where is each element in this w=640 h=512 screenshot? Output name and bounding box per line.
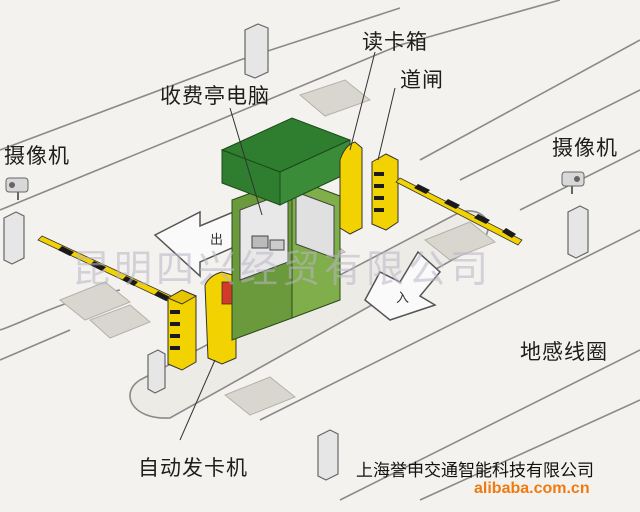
entry-arrow: 入 <box>364 250 442 321</box>
camera-right-label: 摄像机 <box>552 136 618 160</box>
company-name: 上海誉申交通智能科技有限公司 <box>356 461 594 481</box>
exit-arrow-label: 出 <box>210 233 223 248</box>
post-top <box>244 23 269 79</box>
card-reader <box>339 141 363 235</box>
site-watermark: alibaba.com.cn <box>474 480 590 497</box>
barrier-gate-label: 道闸 <box>400 68 444 92</box>
post-right <box>567 205 589 259</box>
camera-left-icon <box>5 177 29 200</box>
booth-computer-label: 收费亭电脑 <box>160 84 270 108</box>
leader-lines <box>179 51 396 441</box>
entry-arrow-label: 入 <box>396 291 409 306</box>
post-bottom <box>317 429 339 481</box>
post-left <box>3 211 25 265</box>
booth-computer-icon <box>251 235 285 251</box>
camera-left-label: 摄像机 <box>4 144 70 168</box>
card-reader-label: 读卡箱 <box>362 30 428 54</box>
toll-booth <box>220 117 352 341</box>
barrier-gate-left <box>166 289 198 371</box>
ticket-dispenser-label: 自动发卡机 <box>138 456 248 480</box>
ticket-dispenser <box>204 271 237 365</box>
camera-right-icon <box>561 171 585 194</box>
barrier-gate-right <box>371 153 399 231</box>
ground-loop-label: 地感线圈 <box>520 340 608 364</box>
watermark-text: 昆明四兴经贸有限公司 <box>72 247 492 291</box>
post-bottom-left <box>147 349 166 394</box>
right-barrier-arm <box>395 177 523 246</box>
